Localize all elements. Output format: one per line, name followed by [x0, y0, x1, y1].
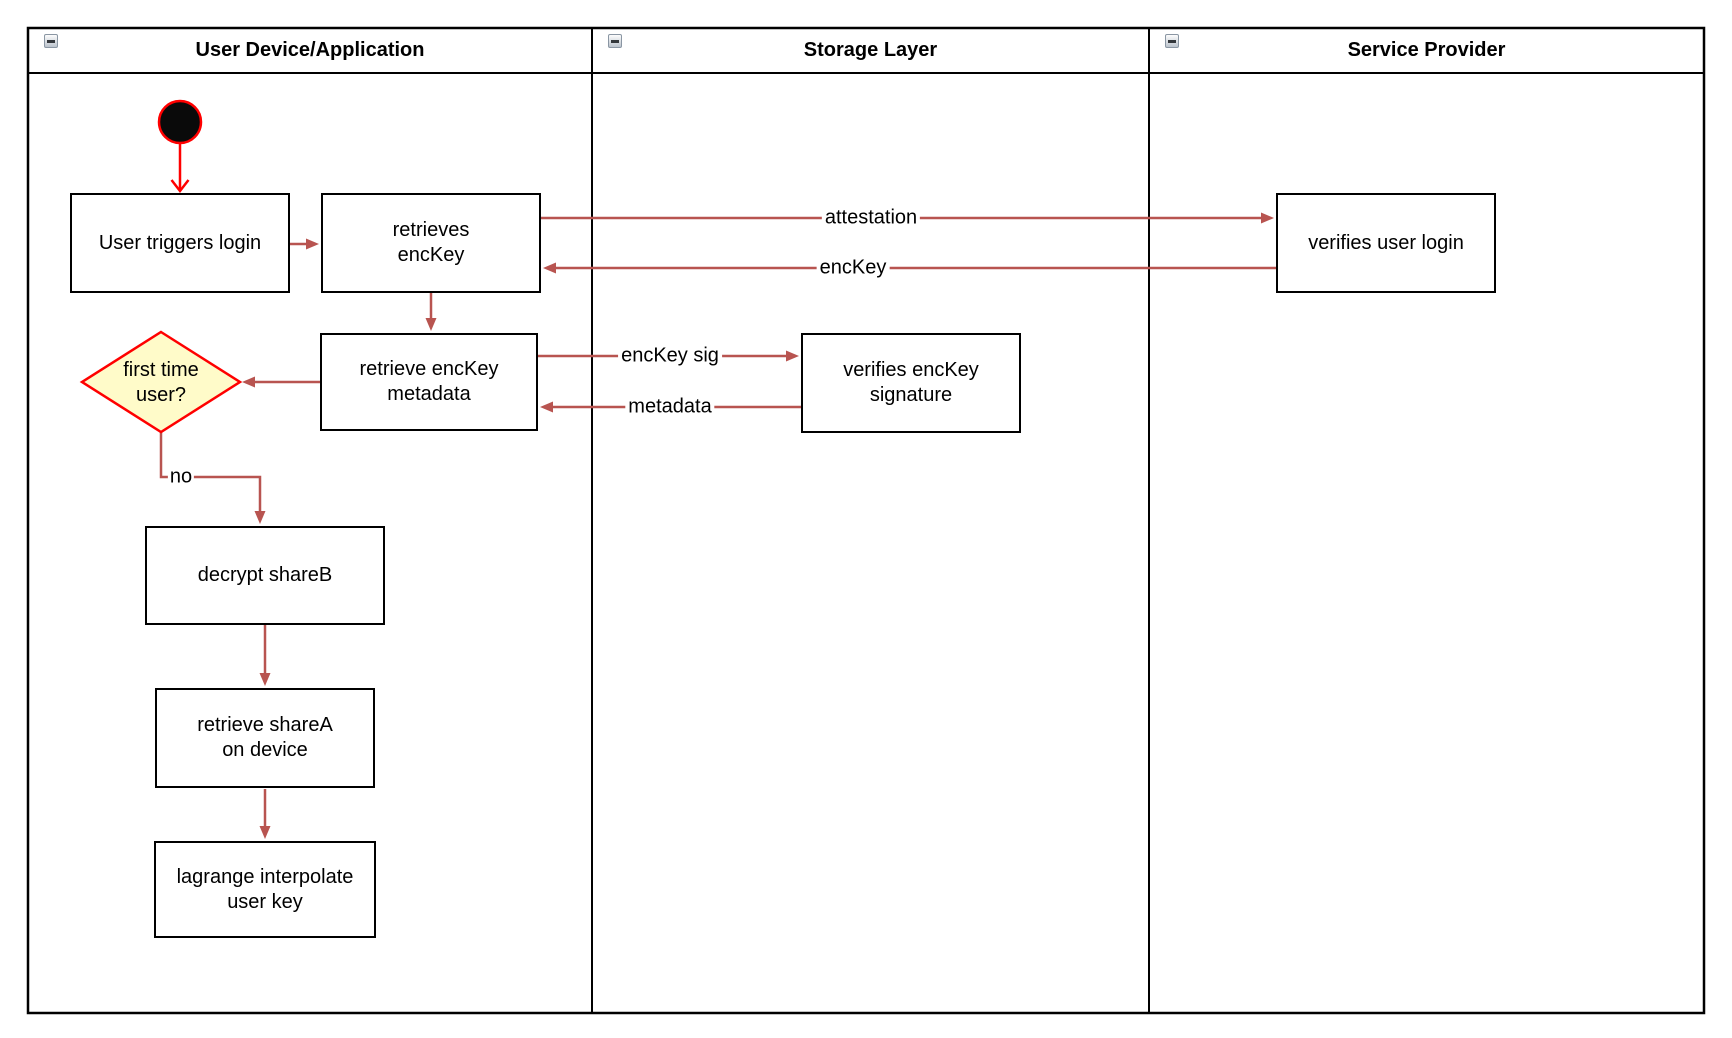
collapse-icon[interactable] [608, 34, 622, 48]
edge-decrypt-to-sharea-head [259, 673, 271, 686]
decision-label: first time user? [123, 359, 199, 406]
lane-header-storage-layer: Storage Layer [803, 39, 938, 61]
minus-icon [47, 39, 55, 43]
node-verifies-user-login[interactable]: verifies user login [1276, 193, 1496, 293]
minus-icon [611, 39, 619, 43]
edge-start-head [170, 179, 190, 194]
edge-label-enckey: encKey [816, 256, 890, 280]
start-node[interactable] [157, 99, 203, 145]
edge-no-branch [159, 432, 262, 514]
node-user-triggers-login[interactable]: User triggers login [70, 193, 290, 293]
edge-label-attestation: attestation [821, 206, 921, 230]
edge-label-enckey-sig: encKey sig [618, 344, 722, 368]
edge-label-metadata: metadata [625, 395, 715, 419]
edge-enckey-return-head [543, 262, 556, 274]
edge-no-branch-head [254, 511, 266, 524]
node-decrypt-shareb[interactable]: decrypt shareB [145, 526, 385, 625]
edge-attestation-head [1261, 212, 1274, 224]
node-verifies-enckey-signature[interactable]: verifies encKey signature [801, 333, 1021, 433]
edge-metadata-return-head [540, 401, 553, 413]
edge-retrieves-to-metadata-head [425, 318, 437, 331]
minus-icon [1168, 39, 1176, 43]
edge-login-to-retrieves-head [306, 238, 319, 250]
collapse-icon[interactable] [44, 34, 58, 48]
decision-first-time-user[interactable] [79, 330, 243, 434]
pool-frame [26, 26, 1706, 1015]
edge-label-no: no [167, 465, 195, 489]
edge-metadata-to-decision-head [242, 376, 255, 388]
node-retrieve-sharea[interactable]: retrieve shareA on device [155, 688, 375, 788]
node-retrieve-enckey-metadata[interactable]: retrieve encKey metadata [320, 333, 538, 431]
lane-header-user-device: User Device/Application [195, 39, 425, 61]
edge-enckey-sig-head [786, 350, 799, 362]
collapse-icon[interactable] [1165, 34, 1179, 48]
lane-header-service-provider: Service Provider [1347, 39, 1506, 61]
node-retrieves-enckey[interactable]: retrieves encKey [321, 193, 541, 293]
edge-sharea-to-lagrange-head [259, 826, 271, 839]
node-lagrange-interpolate[interactable]: lagrange interpolate user key [154, 841, 376, 938]
